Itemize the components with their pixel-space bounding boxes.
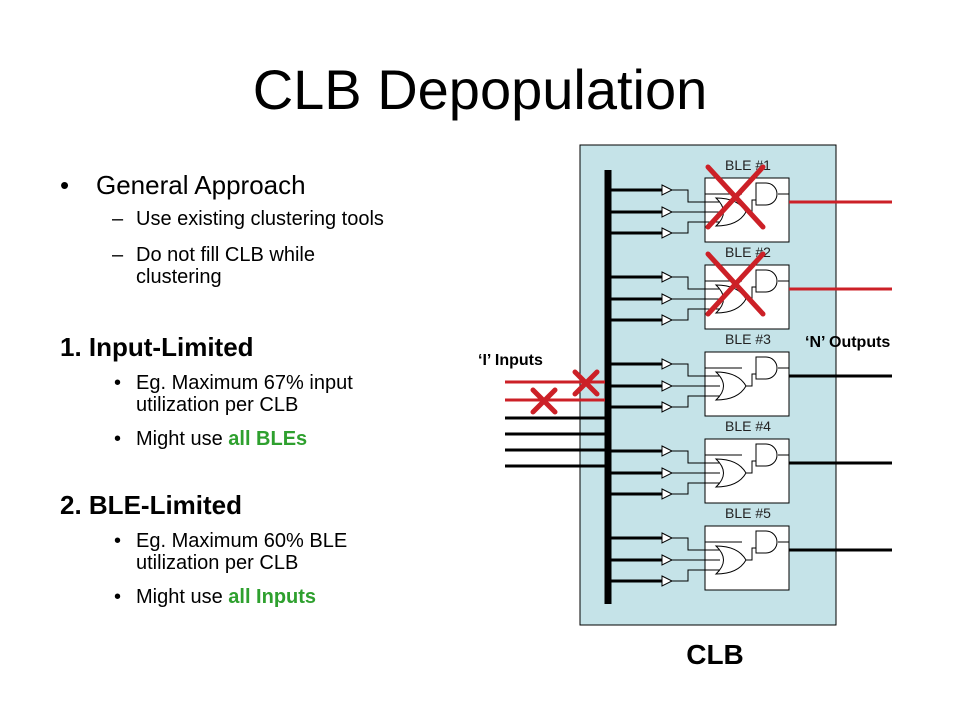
input-buffer (661, 488, 674, 500)
x-mark (572, 369, 600, 397)
bullet-dot: • (114, 586, 122, 608)
input-buffer (661, 401, 674, 413)
input-buffer (661, 380, 674, 392)
input-buffer (661, 206, 674, 218)
input-buffer (661, 184, 674, 196)
input-buffer (661, 293, 674, 305)
and-gate (755, 443, 778, 467)
ble-box (704, 438, 790, 504)
internal-wire (672, 363, 720, 377)
bullet-dot: • (114, 530, 122, 552)
internal-wire (672, 450, 720, 464)
ble-limited-example-2: utilization per CLB (136, 552, 299, 574)
might-use-all-bles: all BLEs (228, 428, 308, 450)
or-gate (714, 545, 747, 575)
and-gate (755, 182, 778, 206)
internal-wire (742, 373, 756, 387)
internal-wire (672, 482, 720, 495)
ble-box (704, 351, 790, 417)
ble-block: BLE #4 (608, 418, 892, 504)
bullet-general-approach: General Approach (96, 170, 306, 200)
ble-label: BLE #3 (725, 331, 771, 347)
input-limited-might-use: Might use all BLEs (136, 428, 307, 450)
removed-x-mark (705, 251, 766, 317)
sub-bullet-do-not-fill-1: Do not fill CLB while (136, 244, 315, 266)
input-limited-example-2: utilization per CLB (136, 394, 299, 416)
ble-label: BLE #5 (725, 505, 771, 521)
input-removal-marks (530, 369, 600, 415)
input-buffer (661, 445, 674, 457)
sub-bullet-dash: – (112, 208, 124, 230)
bullet-dot: • (60, 170, 70, 200)
clb-label: CLB (686, 639, 744, 670)
or-gate (714, 458, 747, 488)
sub-bullet-do-not-fill-2: clustering (136, 266, 222, 288)
and-gate (755, 530, 778, 554)
and-gate (755, 356, 778, 380)
ble-limited-might-use: Might use all Inputs (136, 586, 316, 608)
ble-box (704, 525, 790, 591)
bullet-dot: • (114, 372, 122, 394)
internal-wire (672, 537, 720, 551)
input-buffer (661, 467, 674, 479)
heading-ble-limited: 2. BLE-Limited (60, 490, 243, 520)
input-buffer (661, 314, 674, 326)
might-use-all-inputs: all Inputs (228, 586, 317, 608)
sub-bullet-clustering-tools: Use existing clustering tools (136, 208, 384, 230)
internal-wire (672, 189, 720, 203)
input-limited-example-1: Eg. Maximum 67% input (136, 372, 353, 394)
input-buffer (661, 271, 674, 283)
internal-wire (672, 221, 720, 234)
ble-block: BLE #1 (608, 157, 892, 243)
input-buffer (661, 554, 674, 566)
input-buffer (661, 575, 674, 587)
ble-block: BLE #3 (608, 331, 892, 417)
internal-wire (672, 276, 720, 290)
ble-block: BLE #2 (608, 244, 892, 330)
input-wires (505, 380, 605, 468)
and-gate (755, 269, 778, 293)
bullet-dot: • (114, 428, 122, 450)
might-use-prefix: Might use (136, 586, 229, 608)
slide-title: CLB Depopulation (252, 58, 708, 121)
ble-limited-example-1: Eg. Maximum 60% BLE (136, 530, 348, 552)
internal-wire (742, 460, 756, 474)
internal-wire (672, 308, 720, 321)
input-buffer (661, 358, 674, 370)
ble-label: BLE #4 (725, 418, 771, 434)
input-buffer (661, 227, 674, 239)
internal-wire (672, 395, 720, 408)
removed-x-mark (705, 164, 766, 230)
x-mark (530, 387, 558, 415)
internal-wire (742, 547, 756, 561)
might-use-prefix: Might use (136, 428, 229, 450)
internal-wire (672, 569, 720, 582)
outputs-label: ‘N’ Outputs (805, 334, 890, 351)
heading-input-limited: 1. Input-Limited (60, 332, 254, 362)
inputs-label: ‘I’ Inputs (478, 352, 543, 369)
ble-block: BLE #5 (608, 505, 892, 591)
or-gate (714, 371, 747, 401)
input-buffer (661, 532, 674, 544)
sub-bullet-dash: – (112, 244, 124, 266)
